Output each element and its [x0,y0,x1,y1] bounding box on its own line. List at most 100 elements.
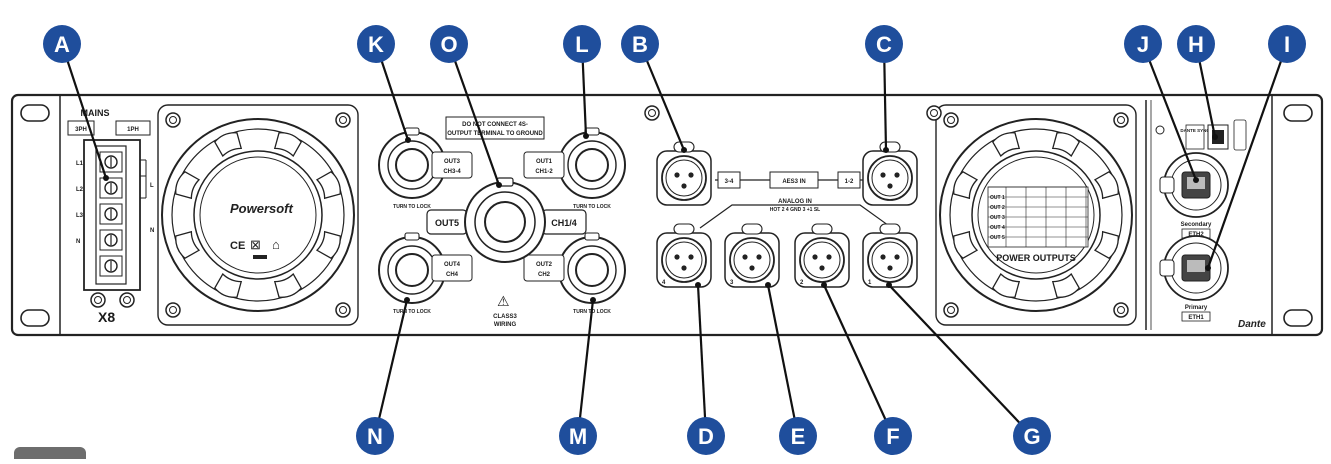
callout-a: A [43,25,81,63]
turn-to-lock-label: TURN TO LOCK [393,309,431,315]
analog-input-number: 1 [868,280,872,286]
callout-leader-d [696,284,708,437]
svg-text:⌂: ⌂ [272,237,280,252]
callout-letter: A [54,32,70,57]
mains-1ph-label: 1PH [127,127,139,133]
svg-text:Powersoft: Powersoft [230,201,294,216]
analog-input-section: ANALOG IN HOT 2 4 GND 3 +1 SL [699,199,893,229]
aes-right-label: 1-2 [845,179,854,185]
callout-b: B [621,25,659,63]
analog-label: ANALOG IN [778,199,812,205]
out4-label-line2: CH4 [446,272,459,278]
callout-letter: H [1188,32,1204,57]
callout-n: N [356,417,394,455]
callout-f: F [874,417,912,455]
callout-j: J [1124,25,1162,63]
callout-e: E [779,417,817,455]
callout-letter: I [1284,32,1290,57]
turn-to-lock-label: TURN TO LOCK [393,204,431,210]
primary-label: Primary [1185,305,1208,311]
eth2-label: ETH2 [1188,232,1204,238]
callout-c: C [865,25,903,63]
callout-letter: O [440,32,457,57]
analog-input-number: 3 [730,280,734,286]
callout-leader-f [822,284,895,437]
callout-leader-j [1141,43,1198,181]
callout-leader-e [766,284,800,437]
callout-o: O [430,25,468,63]
class3-warning-icon: ⚠ [497,293,510,309]
callout-leader-b [638,43,686,151]
mains-title: MAINS [81,108,110,118]
callout-letter: F [886,424,899,449]
callout-letter: L [575,32,588,57]
svg-text:⊠: ⊠ [250,237,261,252]
callout-l: L [563,25,601,63]
callout-letter: B [632,32,648,57]
model-label: X8 [98,309,115,325]
callout-leader-o [447,43,501,186]
callout-h: H [1177,25,1215,63]
warning-line2: OUTPUT TERMINAL TO GROUND [447,131,543,137]
mains-terminal-label: L1 [76,161,84,167]
xlr-analog-3: 3 [724,223,780,288]
aes-label: AES3 IN [782,179,805,185]
callout-m: M [559,417,597,455]
power-outputs-row: OUT 2 [990,205,1005,211]
turn-to-lock-label: TURN TO LOCK [573,204,611,210]
rack-hole [1283,309,1313,327]
secondary-label: Secondary [1181,222,1212,228]
callout-k: K [357,25,395,63]
class3-line1: CLASS3 [493,314,517,320]
mains-terminal-label: L3 [76,213,84,219]
rack-hole [20,309,50,327]
fan-left: Powersoft CE ⊠ ⌂ [157,104,359,326]
dante-logo: Dante [1238,319,1266,330]
out1-label-line1: OUT1 [536,159,553,165]
mains-1ph-n: N [150,228,154,234]
callout-letter: J [1137,32,1149,57]
sync-label: DANTE SYNC [1180,128,1210,133]
callout-letter: C [876,32,892,57]
callout-letter: G [1023,424,1040,449]
power-outputs-row: OUT 1 [990,195,1005,201]
out3-label-line1: OUT3 [444,159,461,165]
analog-input-number: 2 [800,280,804,286]
out2-label-line1: OUT2 [536,262,553,268]
callout-leader-i [1206,43,1289,269]
aes-left-label: 3-4 [725,179,734,185]
out2-label-line2: CH2 [538,272,551,278]
callout-g: G [1013,417,1051,455]
aes-input-section: AES3 IN 3-4 1-2 [715,171,865,189]
mains-1ph-l: L [150,183,154,189]
mains-terminal-label: N [76,239,80,245]
xlr-aes-3-4 [656,141,712,206]
rack-hole [1283,104,1313,122]
mains-terminal-label: L2 [76,187,84,193]
callout-letter: K [368,32,384,57]
power-outputs-row: OUT 5 [990,235,1005,241]
class3-line2: WIRING [494,322,517,328]
callout-leader-a [60,43,108,179]
power-outputs-title: POWER OUTPUTS [996,253,1076,263]
power-outputs-row: OUT 4 [990,225,1005,231]
out3-label-line2: CH3-4 [443,169,461,175]
mains-3ph-label: 3PH [75,127,87,133]
out1-label-line2: CH1-2 [535,169,553,175]
analog-input-number: 4 [662,280,666,286]
network-bay: DANTE SYNC Secondary ETH2 Primary ETH1 D… [1155,119,1266,330]
out5-right-label: CH1/4 [551,218,577,228]
speakon-out5: OUT5 CH1/4 [426,177,587,263]
rack-hole [20,104,50,122]
xlr-analog-1: 1 [862,223,918,288]
out4-label-line1: OUT4 [444,262,461,268]
warning-line1: DO NOT CONNECT 4S- [462,122,528,128]
analog-sub: HOT 2 4 GND 3 +1 SL [770,207,820,213]
eth1-label: ETH1 [1188,315,1204,321]
